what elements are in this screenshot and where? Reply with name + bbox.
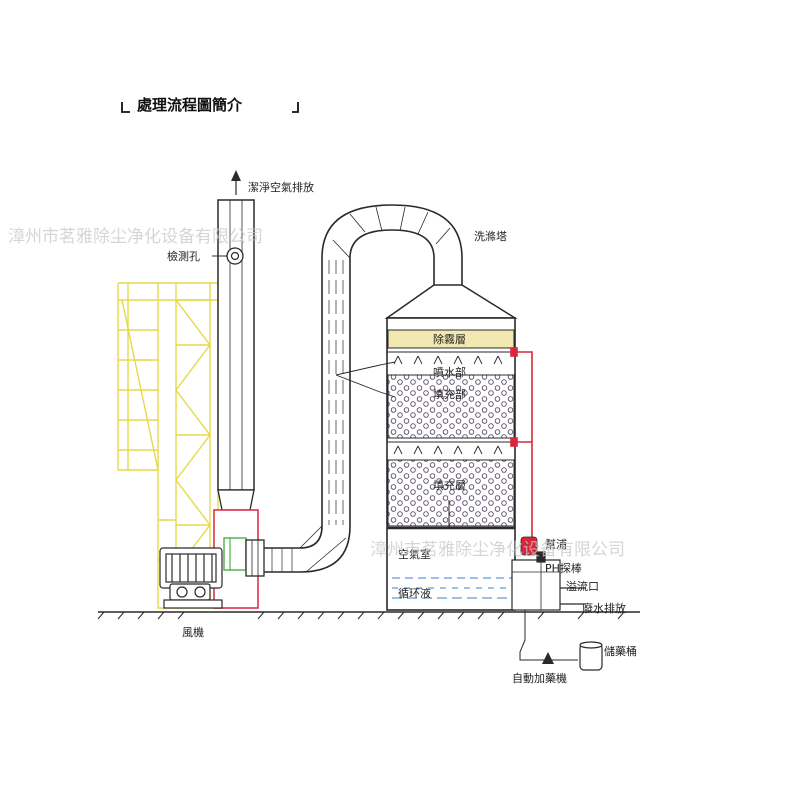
label-storage: 儲藥桶 — [604, 644, 637, 658]
label-drain: 廢水排放 — [582, 601, 626, 615]
air-duct — [245, 204, 463, 577]
pump — [520, 536, 538, 556]
label-demister: 除霧層 — [433, 332, 466, 346]
spray-nozzles-2 — [387, 441, 515, 455]
auto-dosing-machine — [542, 652, 554, 664]
label-circulation: 循环液 — [398, 586, 431, 600]
label-spray: 噴水部 — [433, 365, 466, 379]
spray-nozzles — [387, 351, 515, 365]
demister-layer — [387, 329, 515, 349]
label-fan: 風機 — [182, 625, 204, 639]
label-clean-air: 潔淨空氣排放 — [248, 180, 314, 194]
label-pump: 幫浦 — [545, 537, 567, 551]
label-packing-2: 填充層 — [433, 478, 466, 492]
inspection-hole-icon — [212, 247, 244, 265]
diagram-title: 處理流程圖簡介 — [121, 96, 299, 114]
packing-layer-1 — [387, 374, 515, 439]
title-text: 處理流程圖簡介 — [137, 96, 243, 114]
label-ph-probe: PH探棒 — [545, 561, 582, 575]
washing-tower — [384, 284, 518, 611]
label-inspection-hole: 檢測孔 — [167, 249, 200, 263]
circulation-water — [392, 577, 512, 599]
label-air-chamber: 空氣室 — [398, 547, 431, 561]
chemical-tank — [511, 551, 586, 611]
watermark-bottom: 漳州市茗雅除尘净化设备有限公司 — [370, 540, 625, 560]
label-packing-1: 填充部 — [433, 387, 466, 401]
ground-line — [97, 611, 640, 620]
label-auto-dosing: 自動加藥機 — [512, 671, 567, 685]
packing-layer-2 — [387, 459, 515, 527]
pointer-lines — [335, 361, 396, 398]
storage-tank — [579, 641, 603, 671]
watermark-top: 漳州市茗雅除尘净化设备有限公司 — [8, 227, 263, 247]
label-tower: 洗滌塔 — [474, 229, 507, 243]
spray-piping — [510, 347, 533, 540]
dosing-lines — [519, 610, 578, 661]
label-overflow: 溢流口 — [566, 579, 599, 593]
fan — [159, 537, 247, 609]
